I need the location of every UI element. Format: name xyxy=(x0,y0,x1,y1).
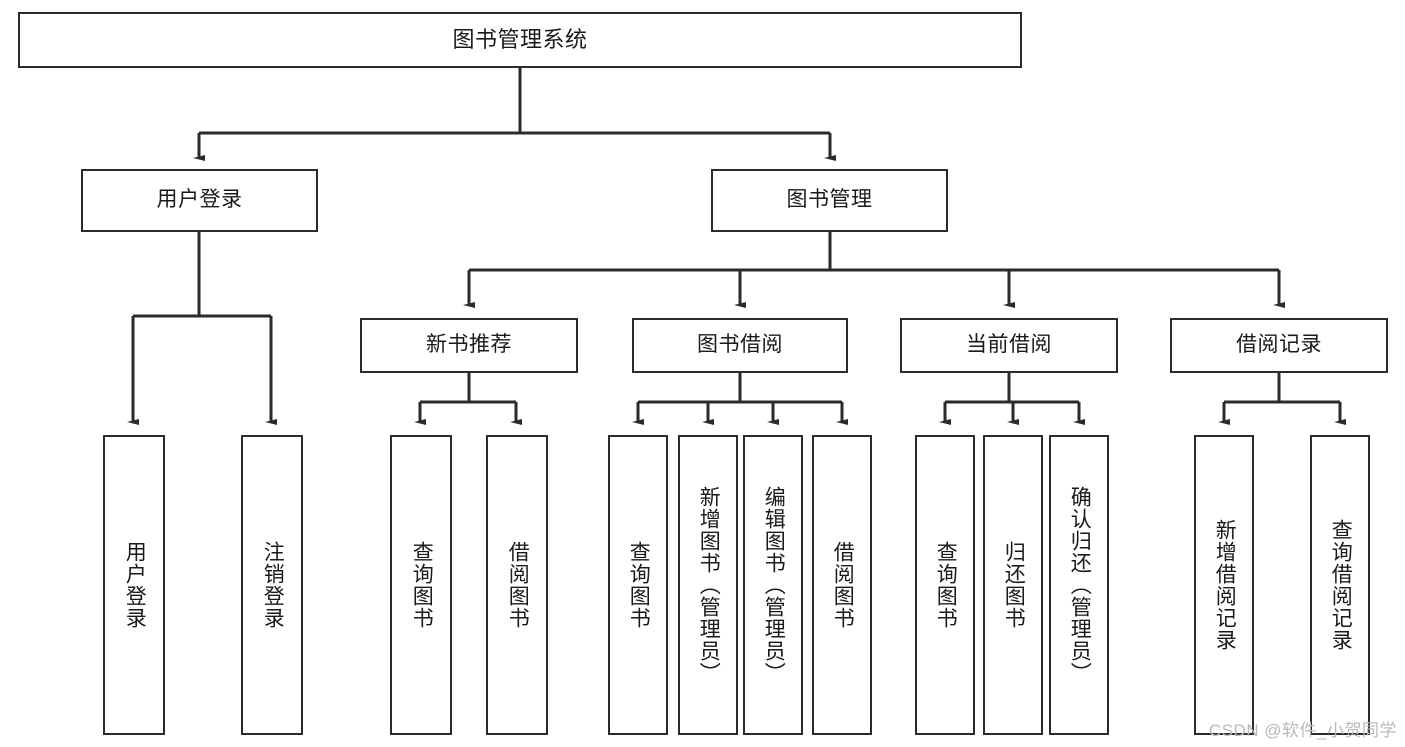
node-borrow-record[interactable]: 借阅记录 xyxy=(1170,318,1388,373)
node-label: 查询借阅记录 xyxy=(1329,519,1353,651)
node-leaf-logout-login[interactable]: 注销登录 xyxy=(241,435,303,735)
node-user-login[interactable]: 用户登录 xyxy=(81,169,318,232)
node-label: 借阅记录 xyxy=(1236,333,1322,357)
node-book-manage[interactable]: 图书管理 xyxy=(711,169,948,232)
node-leaf-edit-book[interactable]: 编辑图书（管理员） xyxy=(743,435,803,735)
node-label: 查询图书 xyxy=(627,541,651,629)
node-label: 当前借阅 xyxy=(966,333,1052,357)
node-leaf-confirm-return[interactable]: 确认归还（管理员） xyxy=(1049,435,1109,735)
node-leaf-borrow-book-1[interactable]: 借阅图书 xyxy=(486,435,548,735)
node-label: 查询图书 xyxy=(934,541,958,629)
node-leaf-add-book[interactable]: 新增图书（管理员） xyxy=(678,435,738,735)
node-label: 借阅图书 xyxy=(831,541,855,629)
node-label: 图书管理系统 xyxy=(452,27,588,53)
node-leaf-add-record[interactable]: 新增借阅记录 xyxy=(1194,435,1254,735)
node-root-system[interactable]: 图书管理系统 xyxy=(18,12,1022,68)
node-book-borrow[interactable]: 图书借阅 xyxy=(632,318,848,373)
node-label: 新增图书（管理员） xyxy=(697,486,721,684)
node-new-book-recommend[interactable]: 新书推荐 xyxy=(360,318,578,373)
node-leaf-query-book-2[interactable]: 查询图书 xyxy=(608,435,668,735)
node-current-borrow[interactable]: 当前借阅 xyxy=(900,318,1118,373)
node-leaf-return-book[interactable]: 归还图书 xyxy=(983,435,1043,735)
watermark-text: CSDN @软件_小贺同学 xyxy=(1208,721,1397,740)
node-label: 用户登录 xyxy=(123,541,147,629)
node-leaf-query-book-3[interactable]: 查询图书 xyxy=(915,435,975,735)
node-leaf-query-record[interactable]: 查询借阅记录 xyxy=(1310,435,1370,735)
node-label: 借阅图书 xyxy=(506,541,530,629)
node-label: 注销登录 xyxy=(261,541,285,629)
node-label: 编辑图书（管理员） xyxy=(762,486,786,684)
node-leaf-user-login[interactable]: 用户登录 xyxy=(103,435,165,735)
node-leaf-borrow-book-2[interactable]: 借阅图书 xyxy=(812,435,872,735)
node-label: 确认归还（管理员） xyxy=(1068,486,1092,684)
node-label: 图书管理 xyxy=(786,188,873,212)
node-label: 新增借阅记录 xyxy=(1213,519,1237,651)
node-label: 用户登录 xyxy=(156,188,243,212)
node-label: 查询图书 xyxy=(410,541,434,629)
node-leaf-query-book-1[interactable]: 查询图书 xyxy=(390,435,452,735)
node-label: 图书借阅 xyxy=(697,333,783,357)
node-label: 新书推荐 xyxy=(426,333,512,357)
node-label: 归还图书 xyxy=(1002,541,1026,629)
